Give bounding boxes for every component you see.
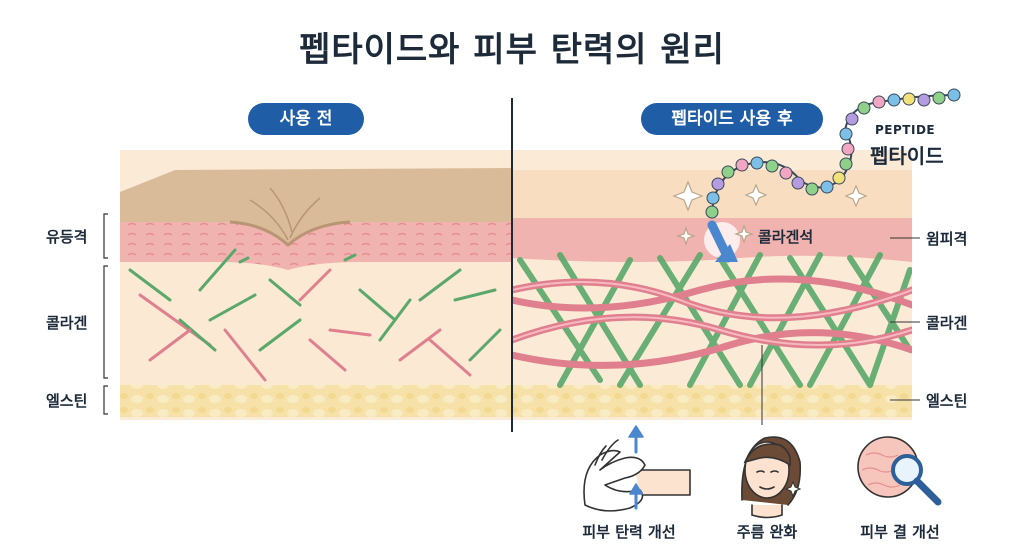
right-label-collagen: 콜라겐 <box>926 314 968 332</box>
face-icon <box>741 436 802 519</box>
hand-stretch-icon <box>583 425 691 512</box>
page-title: 펩타이드와 피부 탄력의 원리 <box>299 30 725 70</box>
panel-label-before: 사용 전 <box>248 103 364 135</box>
benefit-elasticity: 피부 탄력 개선 <box>582 523 676 541</box>
magnifier-icon <box>857 436 942 506</box>
benefit-texture: 피부 결 개선 <box>860 523 940 541</box>
left-label-epidermis: 유등격 <box>46 228 88 246</box>
right-label-epidermis: 윔피격 <box>926 230 968 248</box>
left-label-elastin: 엘스틴 <box>46 392 88 410</box>
right-label-elastin: 엘스틴 <box>926 392 968 410</box>
skin-block-before <box>120 150 512 420</box>
callout-label: 콜라겐석 <box>758 228 814 246</box>
arrow-down-icon <box>704 220 740 263</box>
peptide-label-en: PEPTIDE <box>875 123 936 137</box>
benefit-wrinkle: 주름 완화 <box>736 523 798 541</box>
left-label-collagen: 콜라겐 <box>46 314 88 332</box>
peptide-label-ko: 펩타이드 <box>870 144 944 168</box>
skin-block-after <box>512 150 912 420</box>
peptide-chain <box>705 88 961 219</box>
sparkle-icon <box>672 180 868 246</box>
panel-label-after: 펩타이드 사용 후 <box>641 103 823 135</box>
